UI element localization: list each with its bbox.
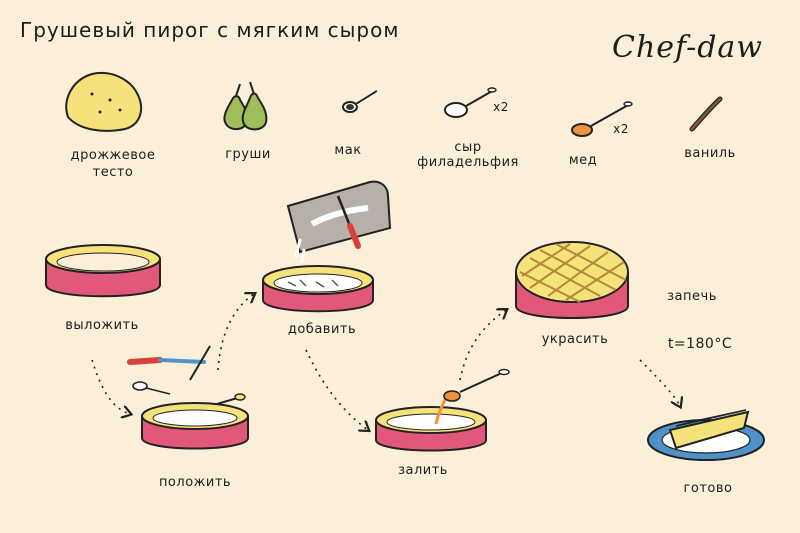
cutting-board-icon xyxy=(286,180,392,264)
pan-lay-out-icon xyxy=(45,244,161,298)
label-poppy: мак xyxy=(334,143,362,158)
label-step-add: добавить xyxy=(287,322,357,337)
recipe-title: Грушевый пирог с мягким сыром xyxy=(20,18,400,42)
pie-slice-plate-icon xyxy=(647,409,765,461)
honey-spoon-icon xyxy=(571,101,633,137)
lattice-pie-icon xyxy=(515,241,629,319)
poppy-spoon-icon xyxy=(342,90,379,113)
flow-arrows xyxy=(91,294,680,430)
cheese-spoon-icon xyxy=(444,87,497,118)
pan-put-icon xyxy=(141,402,249,450)
label-cheese-line2: филадельфия xyxy=(417,155,519,170)
pan-add-icon xyxy=(262,265,374,313)
label-pears: груши xyxy=(225,147,271,162)
knife-and-spoons-icon xyxy=(127,345,246,413)
label-honey: мед xyxy=(568,153,598,168)
label-honey-qty: x2 xyxy=(613,122,629,136)
pears-icon xyxy=(223,81,268,131)
dough-icon xyxy=(65,72,143,132)
label-step-bake: запечь xyxy=(667,289,717,304)
brand-logo: Chef-daw xyxy=(612,30,763,65)
label-vanilla: ваниль xyxy=(684,146,736,161)
pan-pour-icon xyxy=(375,368,510,452)
label-cheese-line1: сыр xyxy=(454,140,482,155)
vanilla-pod-icon xyxy=(689,96,723,132)
label-step-put: положить xyxy=(158,475,232,490)
label-step-done: готово xyxy=(683,481,733,496)
label-cheese-qty: x2 xyxy=(493,100,509,114)
label-step-lay-out: выложить xyxy=(65,318,139,333)
label-step-decorate: украсить xyxy=(541,332,609,347)
label-dough: дрожжевое тесто xyxy=(70,148,156,180)
label-temperature: t=180°C xyxy=(667,336,733,352)
label-step-pour: залить xyxy=(398,463,448,478)
